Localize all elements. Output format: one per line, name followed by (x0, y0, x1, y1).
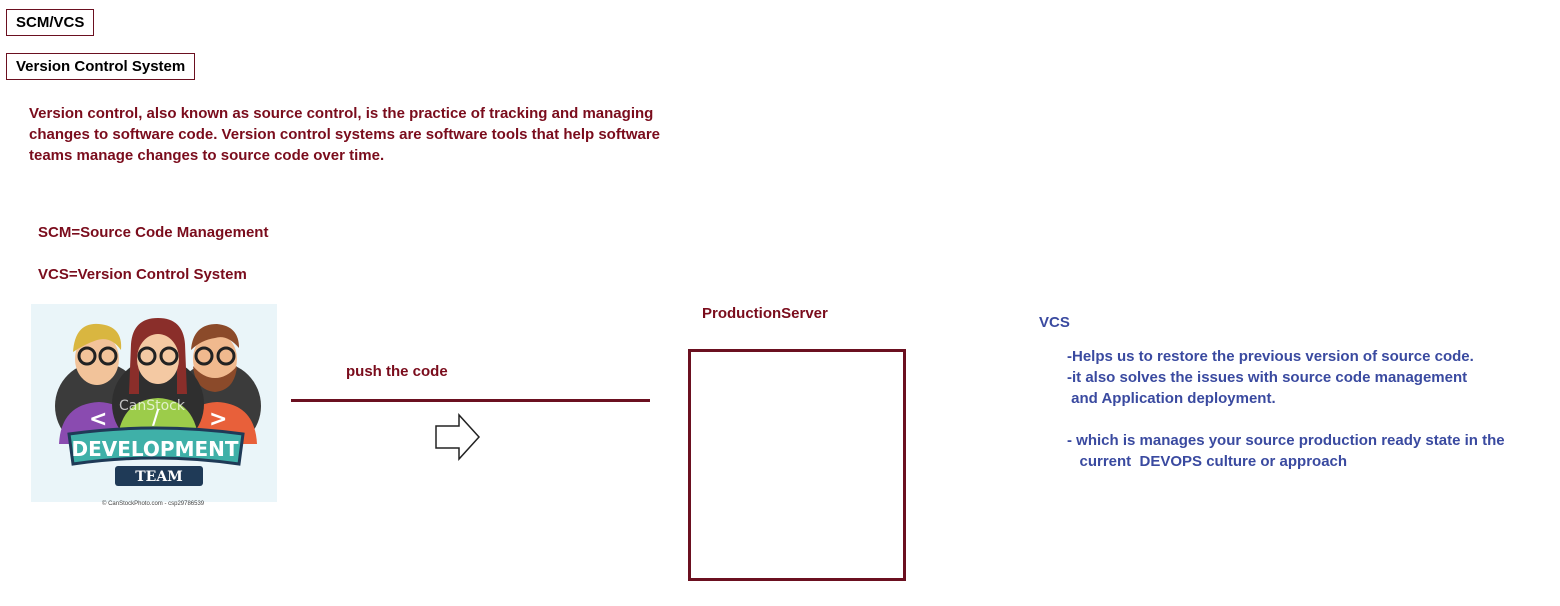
vcs-note-line: -Helps us to restore the previous versio… (1067, 348, 1474, 365)
vcs-note-line: and Application deployment. (1067, 390, 1276, 407)
vcs-definition: VCS=Version Control System (38, 266, 247, 283)
intro-paragraph: Version control, also known as source co… (29, 103, 749, 166)
scm-definition: SCM=Source Code Management (38, 224, 269, 241)
production-server-box (688, 349, 906, 581)
intro-line: changes to software code. Version contro… (29, 126, 661, 143)
vcs-notes: -Helps us to restore the previous versio… (1067, 346, 1505, 472)
banner-text: DEVELOPMENT (71, 437, 238, 461)
vcs-heading: VCS (1039, 314, 1070, 331)
team-text: TEAM (135, 469, 182, 485)
push-label: push the code (346, 363, 448, 380)
right-arrow-icon (435, 413, 481, 461)
svg-text:>: > (209, 407, 227, 432)
svg-text:/: / (152, 405, 160, 429)
version-control-system-title: Version Control System (6, 53, 196, 80)
scm-vcs-title: SCM/VCS (6, 9, 95, 36)
development-team-image: < > / CanStock DEVELOPMENT TEAM (31, 304, 277, 502)
vcs-note-line (1067, 409, 1505, 430)
svg-text:<: < (89, 407, 107, 432)
vcs-note-line: -it also solves the issues with source c… (1067, 369, 1468, 386)
team-plate (115, 466, 203, 486)
image-credit: © CanStockPhoto.com - csp29786539 (102, 501, 205, 507)
production-server-label: ProductionServer (702, 305, 828, 322)
intro-line: teams manage changes to source code over… (29, 147, 385, 164)
watermark-text: CanStock (119, 398, 186, 414)
vcs-note-line: current DEVOPS culture or approach (1067, 453, 1348, 470)
intro-line: Version control, also known as source co… (29, 105, 654, 122)
push-connector-line (291, 399, 650, 402)
development-banner (67, 426, 245, 466)
vcs-note-line: - which is manages your source productio… (1067, 432, 1505, 449)
